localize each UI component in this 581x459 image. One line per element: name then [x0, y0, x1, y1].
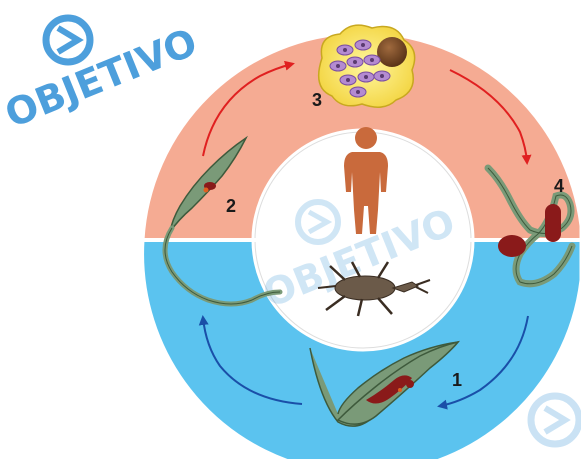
- stage-3-infected-cell: [319, 25, 415, 107]
- stage-label-3: 3: [312, 90, 322, 110]
- watermark-text-top: OBJETIVO: [0, 20, 203, 137]
- stage-label-4: 4: [554, 176, 564, 196]
- watermark-logo-bottom-right: [531, 396, 579, 444]
- stage-label-1: 1: [452, 370, 462, 390]
- stage-label-2: 2: [226, 196, 236, 216]
- watermark-logo-top-left: OBJETIVO: [0, 18, 203, 136]
